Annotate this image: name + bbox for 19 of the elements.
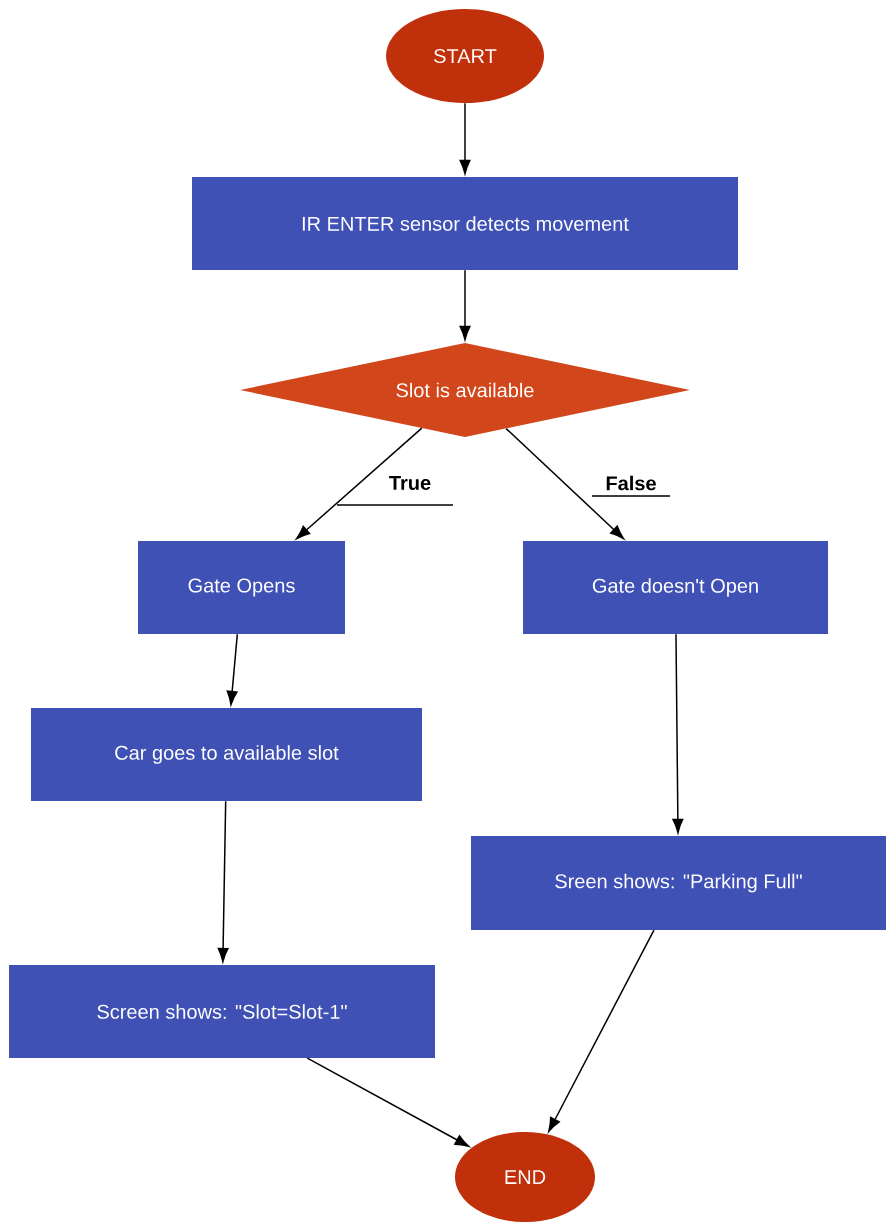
process-box: Screen shows: "Slot=Slot-1" bbox=[9, 965, 435, 1058]
arrow bbox=[459, 269, 471, 341]
arrow bbox=[459, 102, 471, 175]
arrow bbox=[226, 633, 239, 706]
arrow bbox=[306, 1057, 470, 1147]
arrow bbox=[548, 929, 655, 1132]
arrow bbox=[672, 633, 684, 834]
process-box: Gate Opens bbox=[138, 541, 345, 634]
edge-label: False bbox=[591, 475, 671, 497]
process-box: IR ENTER sensor detects movement bbox=[192, 177, 738, 270]
arrow bbox=[217, 800, 229, 963]
start-oval: START bbox=[386, 9, 544, 103]
edge-label: True bbox=[336, 476, 454, 506]
process-box: Sreen shows: "Parking Full" bbox=[471, 836, 886, 930]
process-box: Car goes to available slot bbox=[31, 708, 422, 801]
process-box: Gate doesn't Open bbox=[523, 541, 828, 634]
arrow bbox=[505, 427, 625, 540]
arrow bbox=[295, 427, 423, 540]
end-oval: END bbox=[455, 1132, 595, 1222]
